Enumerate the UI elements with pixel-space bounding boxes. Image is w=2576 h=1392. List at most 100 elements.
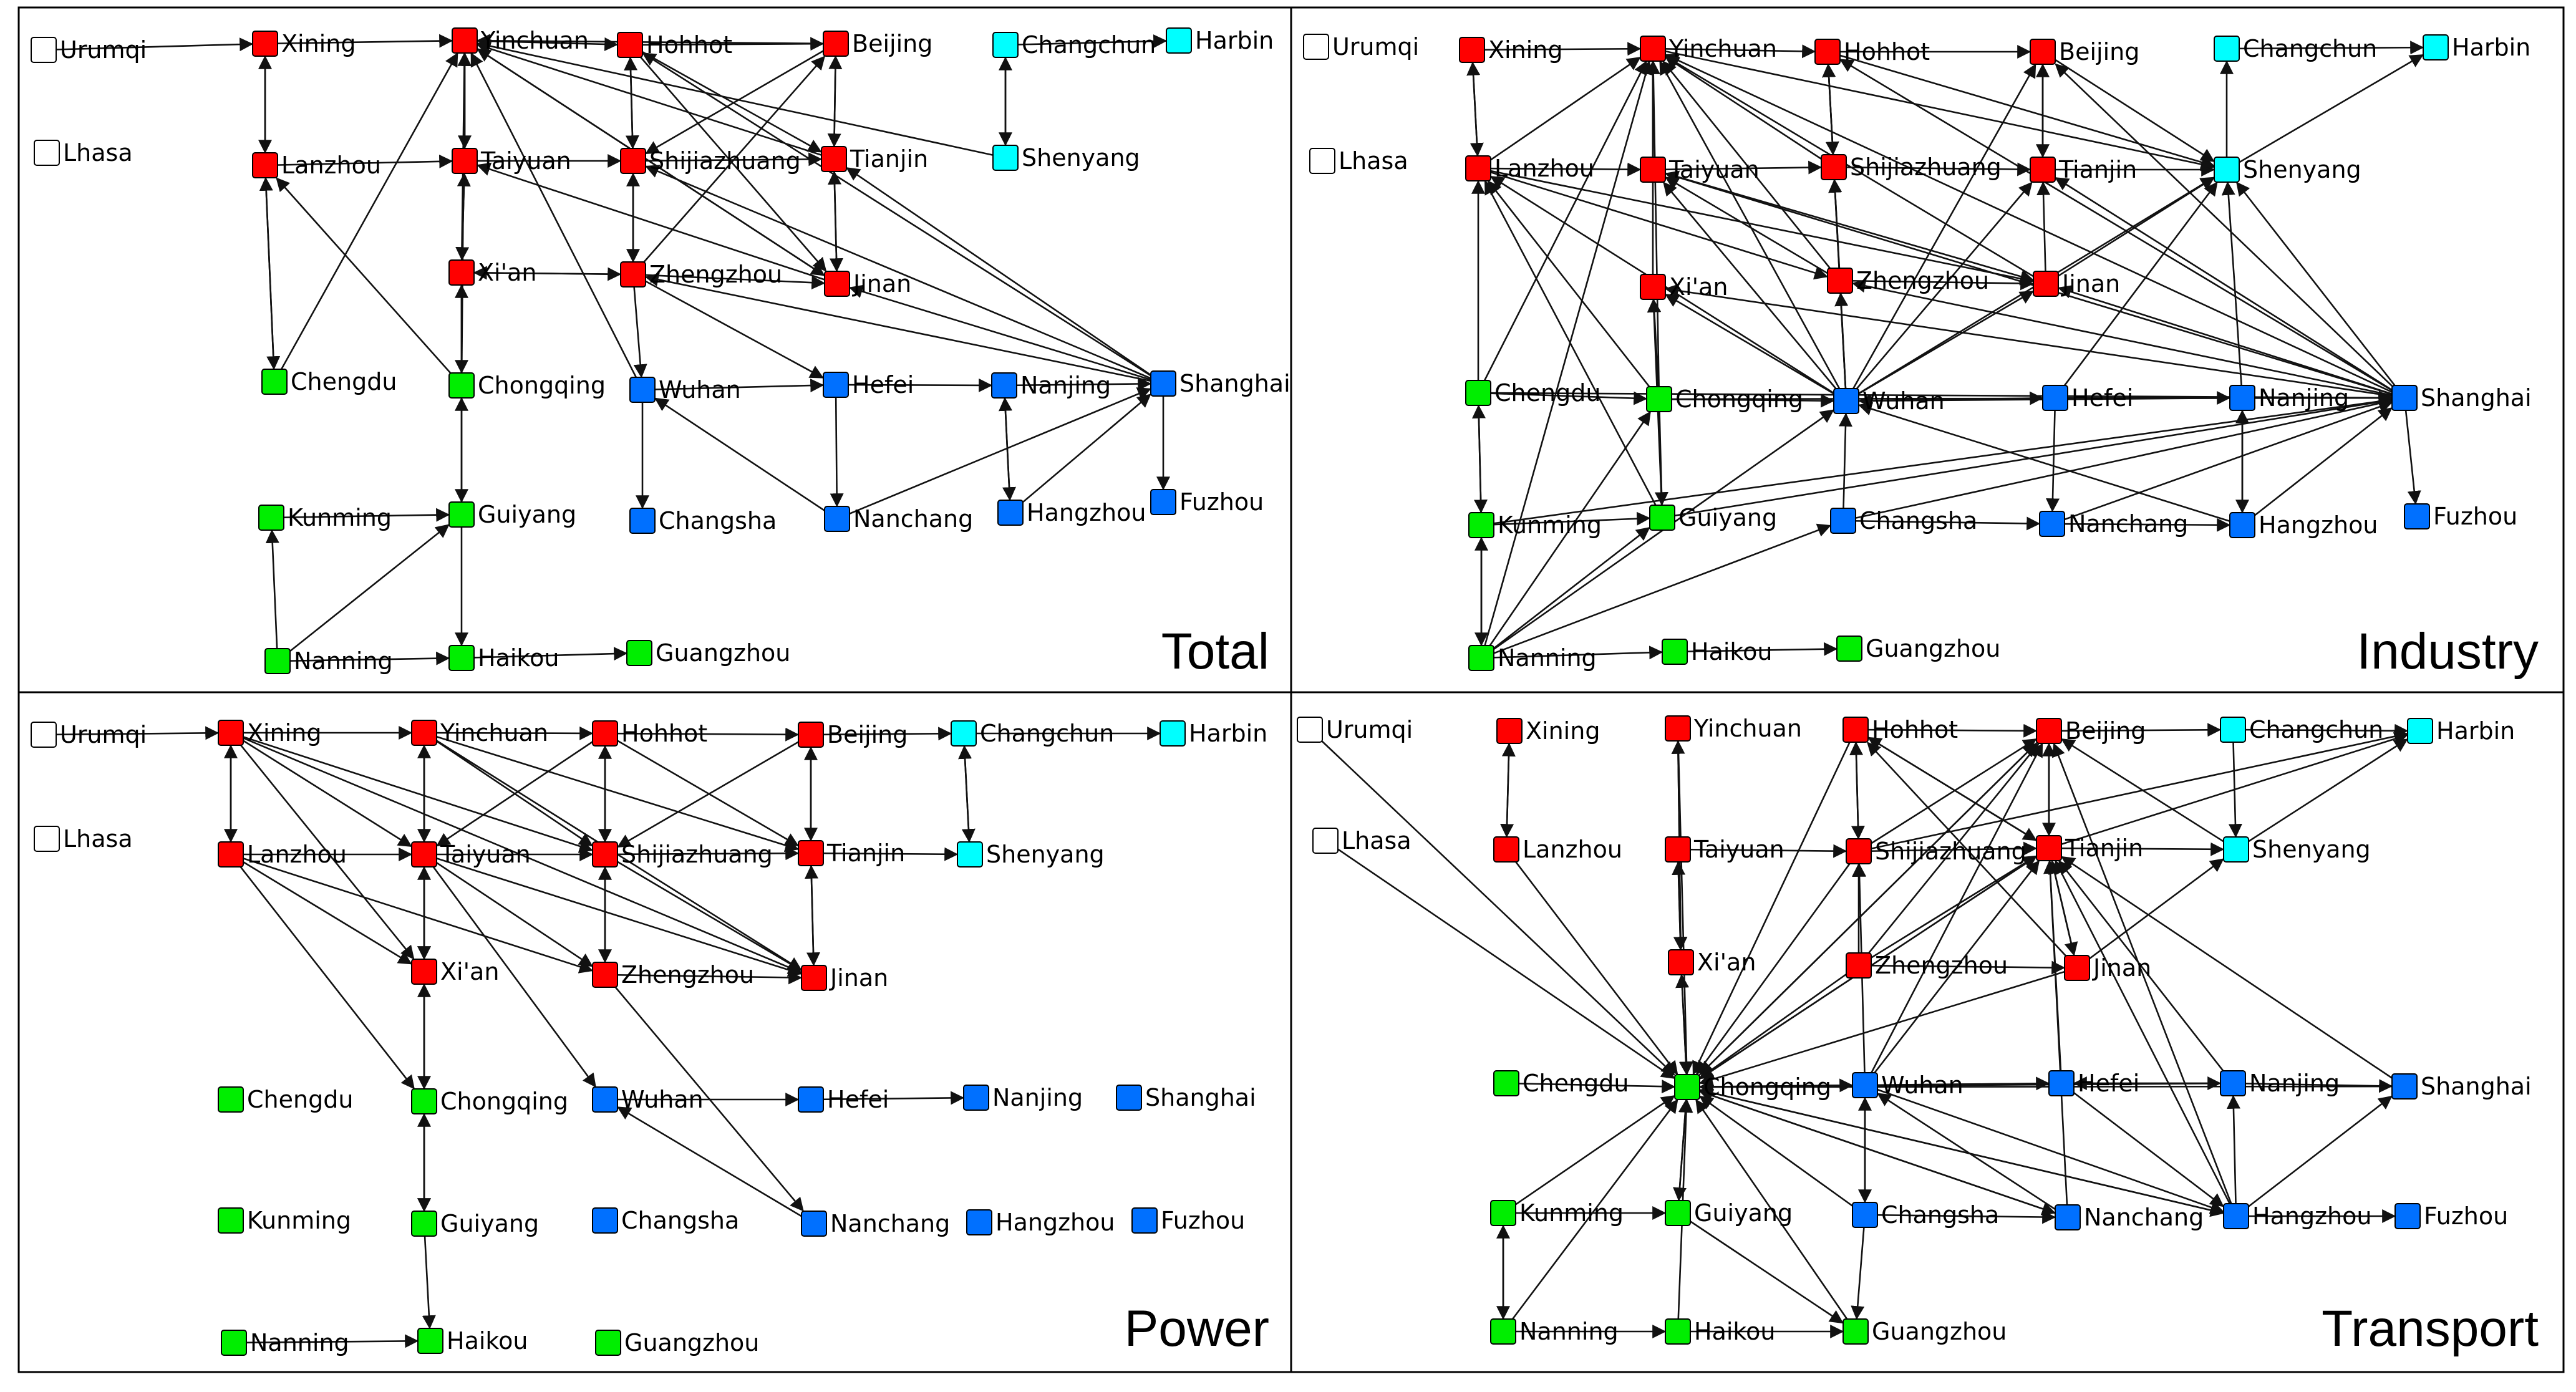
edge-wuhan-to-xian [1665,294,1847,402]
node-label: Xi'an [1697,949,1756,976]
edge-hefei-to-shenyang [2054,181,2218,399]
node-fuzhou: Fuzhou [1131,1207,1245,1234]
node-tianjin: Tianjin [798,839,905,867]
edge-hohhot-to-beijing [604,727,800,742]
edge-shijiazhuang-to-jinan [604,853,802,971]
node-nanchang: Nanchang [2055,1204,2204,1231]
edge-hangzhou-to-shanghai [2235,1095,2393,1217]
node-label: Fuzhou [1179,488,1264,516]
edge-xining-to-yinchuan [1471,42,1642,56]
edge-hohhot-to-shenyang [1827,51,2215,169]
edge-hangzhou-to-beijing [2051,742,2237,1217]
edge-lanzhou-to-chengdu [264,165,281,370]
node-shenyang: Shenyang [957,841,1105,868]
node-marker [2036,835,2062,861]
node-label: Yinchuan [1668,35,1777,62]
node-shijiazhuang: Shijiazhuang [592,841,773,868]
node-beijing: Beijing [798,721,908,748]
node-beijing: Beijing [823,30,932,57]
node-hangzhou: Hangzhou [2223,1202,2371,1230]
node-label: Nanchang [2068,510,2188,538]
node-label: Guangzhou [1872,1318,2007,1345]
node-marker [1490,1318,1516,1345]
node-marker [1821,154,1847,180]
edge-xining-to-shijiazhuang [230,732,594,853]
edge-changchun-to-harbin [2232,723,2409,738]
edge-lanzhou-to-xining [1501,742,1516,850]
node-hefei: Hefei [798,1086,889,1113]
panel-transport-edges [1309,723,2409,1338]
node-shijiazhuang: Shijiazhuang [1846,838,2026,865]
node-marker [992,32,1019,58]
edge-tianjin-to-hohhot [1867,737,2050,849]
node-label: Changchun [2243,35,2377,62]
node-marker [2223,836,2249,863]
node-lanzhou: Lanzhou [218,841,347,868]
edge-xining-to-yinchuan [264,34,453,48]
edge-chongqing-to-yinchuan [1646,60,1660,400]
node-label: Beijing [2059,38,2139,65]
node-jinan: Jinan [2064,954,2151,982]
edge-zhengzhou-to-beijing [1857,743,2040,966]
node-marker [2423,34,2449,60]
node-harbin: Harbin [2423,34,2530,61]
edge-shanghai-to-zhengzhou [1851,279,2405,399]
edge-hangzhou-to-nanjing [2226,1095,2240,1217]
node-label: Shanghai [2421,1073,2532,1100]
edge-wuhan-to-tianjin [1846,181,2033,402]
node-marker [629,508,656,534]
node-label: Xi'an [440,958,499,985]
node-label: Harbin [1195,27,1274,54]
node-label: Chengdu [247,1086,353,1113]
node-label: Xining [1488,36,1562,64]
node-marker [1814,39,1841,65]
edge-nanning-to-wuhan [1481,409,1834,659]
node-chengdu: Chengdu [218,1086,353,1113]
node-xian: Xi'an [411,958,499,985]
node-label: Jinan [852,270,911,297]
edge-changsha-to-nanchang [1864,1210,2056,1224]
edge-wuhan-to-tianjin [1864,860,2040,1086]
node-label: Jinan [829,964,888,992]
node-marker [1665,1318,1691,1345]
node-beijing: Beijing [2030,38,2139,65]
node-label: Guiyang [478,501,576,528]
node-marker [1297,717,1323,743]
edge-wuhan-to-beijing [1845,64,2036,402]
node-label: Shenyang [2252,836,2371,863]
edge-beijing-to-shijiazhuang [617,733,811,848]
node-hohhot: Hohhot [592,720,707,747]
edge-nanning-to-haikou [233,1334,419,1348]
edge-chongqing-to-shanghai [1658,391,2393,405]
edge-chongqing-to-nanchang [1687,1086,2056,1216]
node-marker [258,505,284,531]
node-marker [218,720,244,746]
node-label: Urumqi [1326,716,1413,743]
edge-beijing-to-changchun [810,727,952,741]
edge-shijiazhuang-to-harbin [1858,729,2409,853]
node-xian: Xi'an [1640,273,1728,301]
node-beijing: Beijing [2036,717,2146,745]
edge-chengdu-to-yinchuan [273,52,458,382]
node-marker [592,962,618,988]
edge-zhengzhou-to-xian [473,266,634,280]
node-label: Fuzhou [2424,1202,2508,1230]
edge-changchun-to-shenyang [2228,729,2242,838]
node-shenyang: Shenyang [992,144,1140,172]
node-label: Lhasa [1339,147,1408,175]
edge-nanning-to-haikou [277,651,450,665]
node-marker [1668,949,1694,975]
node-marker [2214,157,2240,183]
node-marker [261,369,288,395]
edge-lanzhou-to-taiyuan [1478,162,1642,176]
edge-beijing-to-yinchuan [476,34,836,48]
node-marker [1150,489,1176,515]
node-chongqing: Chongqing [1674,1073,1831,1101]
node-marker [1459,37,1485,63]
node-label: Hangzhou [1027,499,1146,526]
node-marker [1842,1318,1869,1345]
edge-shanghai-to-tianjin [846,167,1164,385]
